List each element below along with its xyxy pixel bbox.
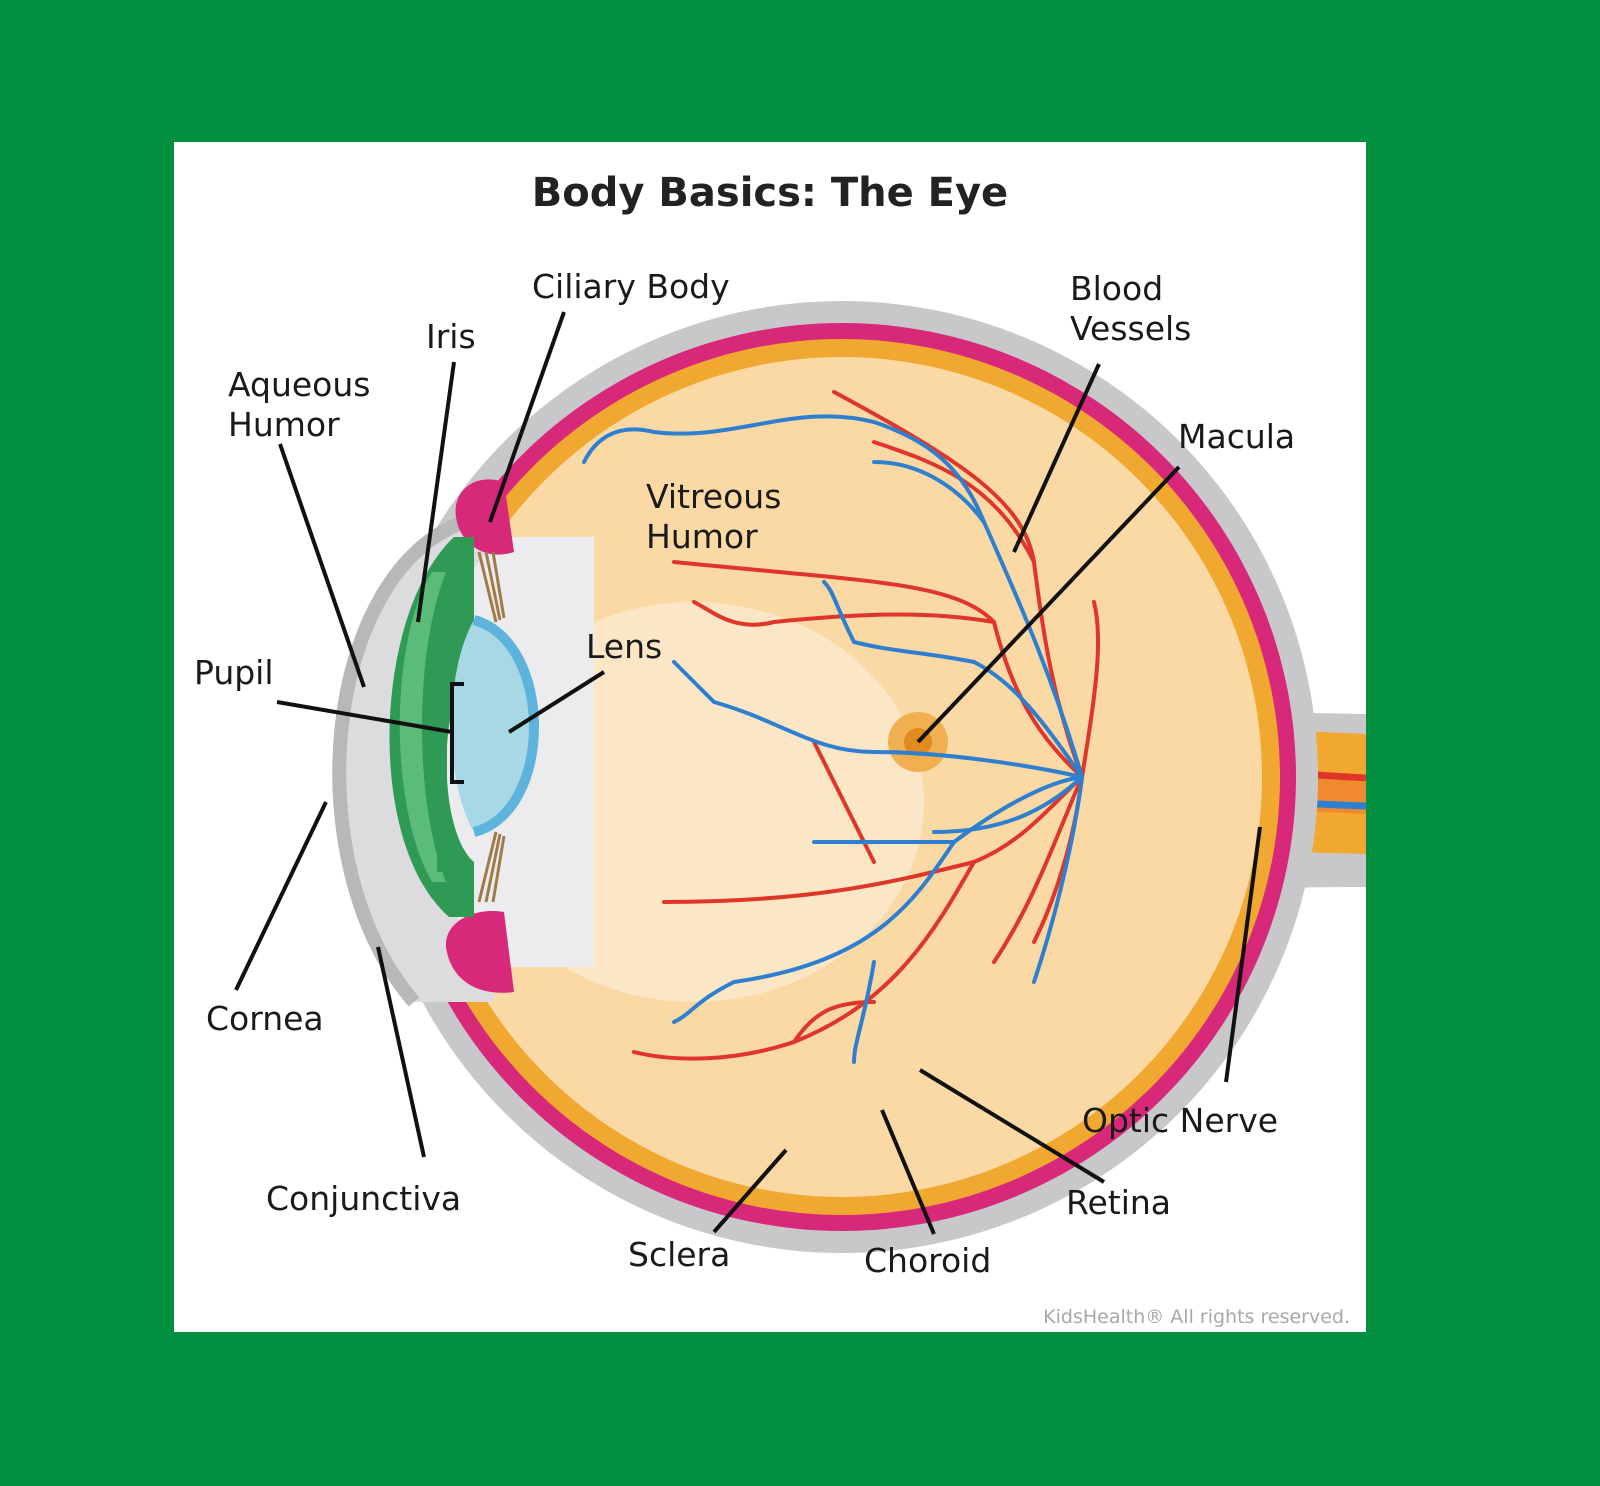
label-iris: Iris (426, 317, 476, 356)
label-pupil: Pupil (194, 653, 274, 692)
leader-lens (507, 670, 606, 734)
label-optic-nerve: Optic Nerve (1082, 1101, 1279, 1140)
label-blood-vessels-2: Vessels (1070, 309, 1192, 348)
label-aqueous-humor-1: Aqueous (228, 365, 371, 404)
label-vitreous-humor-1: Vitreous (646, 477, 782, 516)
eye-diagram (234, 301, 1366, 1253)
diagram-title: Body Basics: The Eye (531, 170, 1009, 216)
leader-ciliary-body (488, 311, 566, 523)
label-choroid: Choroid (864, 1241, 992, 1280)
label-macula: Macula (1178, 417, 1296, 456)
label-sclera: Sclera (628, 1235, 731, 1274)
diagram-panel: Body Basics: The Eye Ciliary Body Iris A… (174, 142, 1366, 1332)
leader-blood-vessels (1012, 363, 1101, 553)
label-blood-vessels-1: Blood (1070, 269, 1164, 308)
pupil-bracket (450, 682, 464, 784)
label-retina: Retina (1066, 1183, 1171, 1222)
label-conjunctiva: Conjunctiva (266, 1179, 462, 1218)
leader-aqueous-humor (278, 443, 366, 688)
lens-edge (472, 615, 539, 837)
copyright-credit: KidsHealth® All rights reserved. (1043, 1306, 1350, 1328)
leader-lines (234, 311, 1262, 1235)
label-cornea: Cornea (206, 999, 324, 1038)
label-vitreous-humor-2: Humor (646, 517, 758, 556)
ciliary-fibers (477, 551, 506, 903)
leader-optic-nerve (1224, 826, 1262, 1083)
leader-iris (416, 361, 456, 623)
label-ciliary-body: Ciliary Body (532, 267, 730, 306)
leader-cornea (234, 801, 328, 991)
choroid-front-bottom (445, 911, 514, 993)
label-lens: Lens (586, 627, 663, 666)
leader-sclera (712, 1148, 788, 1234)
leader-conjunctiva (376, 946, 426, 1158)
leader-pupil (276, 700, 453, 734)
cornea-edge (332, 515, 467, 1007)
label-aqueous-humor-2: Humor (228, 405, 340, 444)
lens (451, 620, 534, 832)
veins (582, 414, 1084, 1064)
leader-choroid (880, 1109, 936, 1235)
leader-retina (918, 1068, 1106, 1184)
leader-macula (916, 465, 1181, 744)
iris-inner (399, 572, 446, 882)
